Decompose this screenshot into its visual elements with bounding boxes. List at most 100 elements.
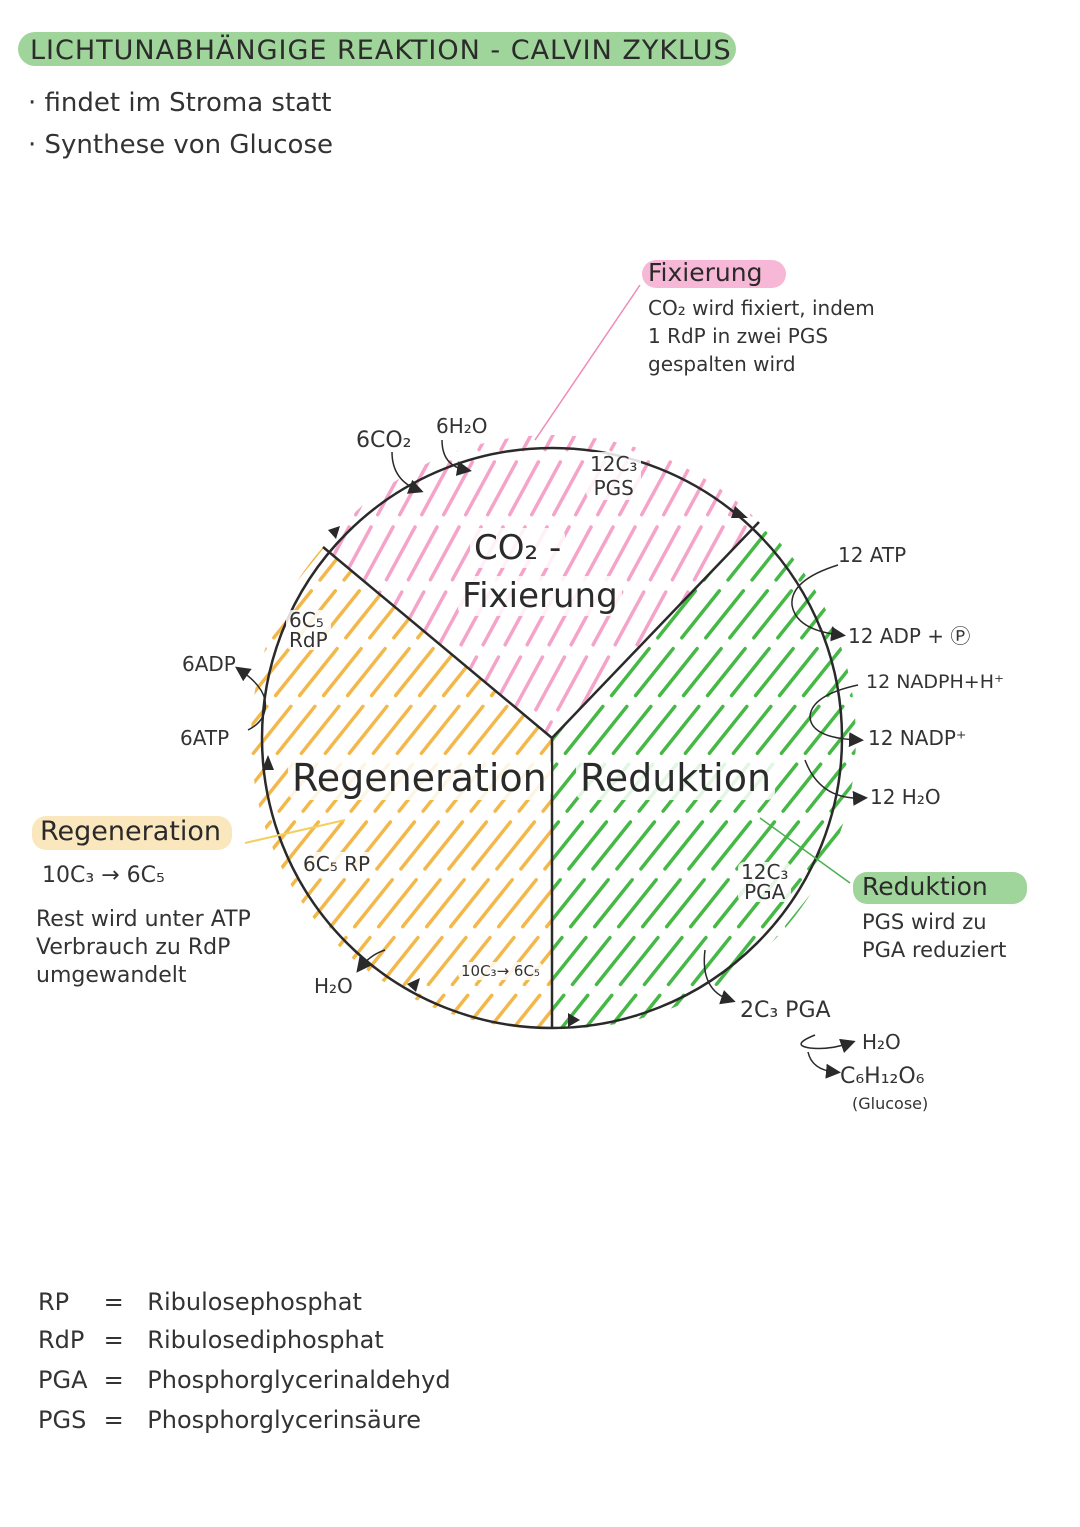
regeneration-pointer: [244, 819, 346, 844]
regeneration-equation: 10C₃ → 6C₅: [42, 863, 165, 888]
hatch-line: [251, 547, 298, 1029]
hatch-line: [0, 400, 88, 1100]
legend-eq: =: [103, 1366, 124, 1394]
legend-eq: =: [103, 1406, 124, 1434]
hatch-line: [960, 400, 1080, 1100]
hatch-line: [768, 400, 1080, 1100]
hatch-line: [764, 400, 1080, 1100]
input-h2o: 6H₂O: [436, 414, 488, 438]
h2o-left: H₂O: [314, 974, 353, 998]
h2o-left-arrow: [356, 949, 386, 973]
atp-right: 12 ATP: [838, 543, 907, 567]
hatch-line: [1006, 400, 1080, 1100]
legend-full: Phosphorglycerinaldehyd: [147, 1366, 451, 1394]
hatch-line: [808, 400, 1080, 1100]
hatch-line: [1028, 400, 1080, 1100]
hatch-line: [720, 400, 1080, 1100]
hatch-line: [0, 400, 8, 1100]
fixierung-heading: Fixierung: [648, 258, 763, 287]
hatch-line: [790, 522, 856, 1029]
hatch-line: [864, 400, 1080, 1100]
pgs-label-1: 12C₃: [590, 452, 638, 476]
fixierung-pointer: [534, 284, 641, 441]
hatch-line: [323, 435, 442, 738]
arrowhead-bottom: [568, 1013, 580, 1027]
hatch-line: [0, 400, 464, 1100]
hatch-line: [838, 522, 856, 1029]
hatch-line: [323, 435, 420, 738]
arrowhead-top-left: [328, 526, 340, 539]
hatch-line: [251, 547, 370, 1029]
regeneration-line-1: Rest wird unter ATP: [36, 907, 251, 932]
hatch-line: [888, 400, 1080, 1100]
hatch-line: [0, 400, 286, 1100]
hatch-line: [552, 522, 856, 1029]
hatch-line: [840, 400, 1080, 1100]
hatch-line: [564, 435, 759, 738]
hatch-line: [552, 522, 856, 1029]
hatch-line: [792, 400, 1080, 1100]
hatch-line: [744, 400, 1080, 1100]
co2-arrow: [391, 451, 424, 494]
hatch-line: [454, 547, 552, 1029]
hatch-line: [323, 435, 464, 738]
hatch-line: [552, 522, 850, 1029]
hatch-line: [251, 547, 274, 1029]
hatch-line: [574, 522, 856, 1029]
arrowhead-top-right: [731, 506, 748, 518]
pga-out-arrow: [703, 949, 736, 1005]
hatch-line: [552, 522, 856, 1029]
hatch-line: [251, 547, 490, 1029]
fixierung-label-1: CO₂ -: [470, 528, 566, 568]
hatch-line: [742, 522, 856, 1029]
hatch-line: [0, 400, 8, 1100]
regeneration-hatching: [0, 400, 1080, 1100]
hatch-line: [984, 400, 1080, 1100]
reduktion-heading: Reduktion: [862, 872, 988, 901]
legend-eq: =: [103, 1326, 124, 1354]
arrowhead-left: [262, 755, 274, 770]
reduktion-line-2: PGA reduziert: [862, 938, 1007, 962]
regeneration-highlight: [32, 816, 232, 850]
hatch-line: [940, 400, 1080, 1100]
rdp-label-2: RdP: [289, 628, 328, 652]
hatch-line: [0, 400, 198, 1100]
hatch-line: [0, 400, 272, 1100]
atp-arrow: [791, 564, 846, 642]
hatch-line: [1008, 400, 1080, 1100]
nadph-right: 12 NADPH+H⁺: [866, 671, 1005, 693]
hatch-line: [406, 547, 552, 1029]
hatch-line: [323, 435, 486, 738]
hatch-line: [766, 522, 856, 1029]
hatch-line: [0, 400, 344, 1100]
hatch-line: [0, 400, 132, 1100]
hatch-line: [251, 547, 322, 1029]
hatch-line: [962, 400, 1080, 1100]
hatch-line: [696, 400, 1080, 1100]
legend-row-rp: RP = Ribulosephosphat: [38, 1288, 451, 1326]
hatch-line: [694, 522, 856, 1029]
arrowhead-bottom-left: [407, 978, 420, 992]
hatch-line: [552, 522, 856, 1029]
fixierung-highlight: [642, 260, 786, 288]
hatch-line: [323, 435, 354, 738]
hatch-line: [0, 400, 80, 1100]
hatch-line: [0, 400, 320, 1100]
fixierung-note: CO₂ wird fixiert, indem 1 RdP in zwei PG…: [648, 294, 875, 378]
legend-row-pga: PGA = Phosphorglycerinaldehyd: [38, 1366, 451, 1406]
legend-full: Ribulosephosphat: [147, 1288, 362, 1316]
hatch-line: [552, 522, 856, 1029]
hatch-line: [0, 400, 22, 1100]
hatch-line: [936, 400, 1080, 1100]
legend-full: Ribulosediphosphat: [147, 1326, 384, 1354]
hatch-line: [0, 400, 200, 1100]
adp-left: 6ADP: [182, 652, 236, 676]
legend-abbr: RdP: [38, 1326, 85, 1354]
hatch-line: [0, 400, 128, 1100]
reduktion-highlight: [853, 872, 1027, 904]
hatch-line: [430, 547, 552, 1029]
rp-label: 6C₅ RP: [300, 852, 374, 876]
hatch-line: [0, 400, 154, 1100]
hatch-line: [251, 547, 538, 1029]
output-glucose-formula: C₆H₁₂O₆: [840, 1064, 925, 1089]
